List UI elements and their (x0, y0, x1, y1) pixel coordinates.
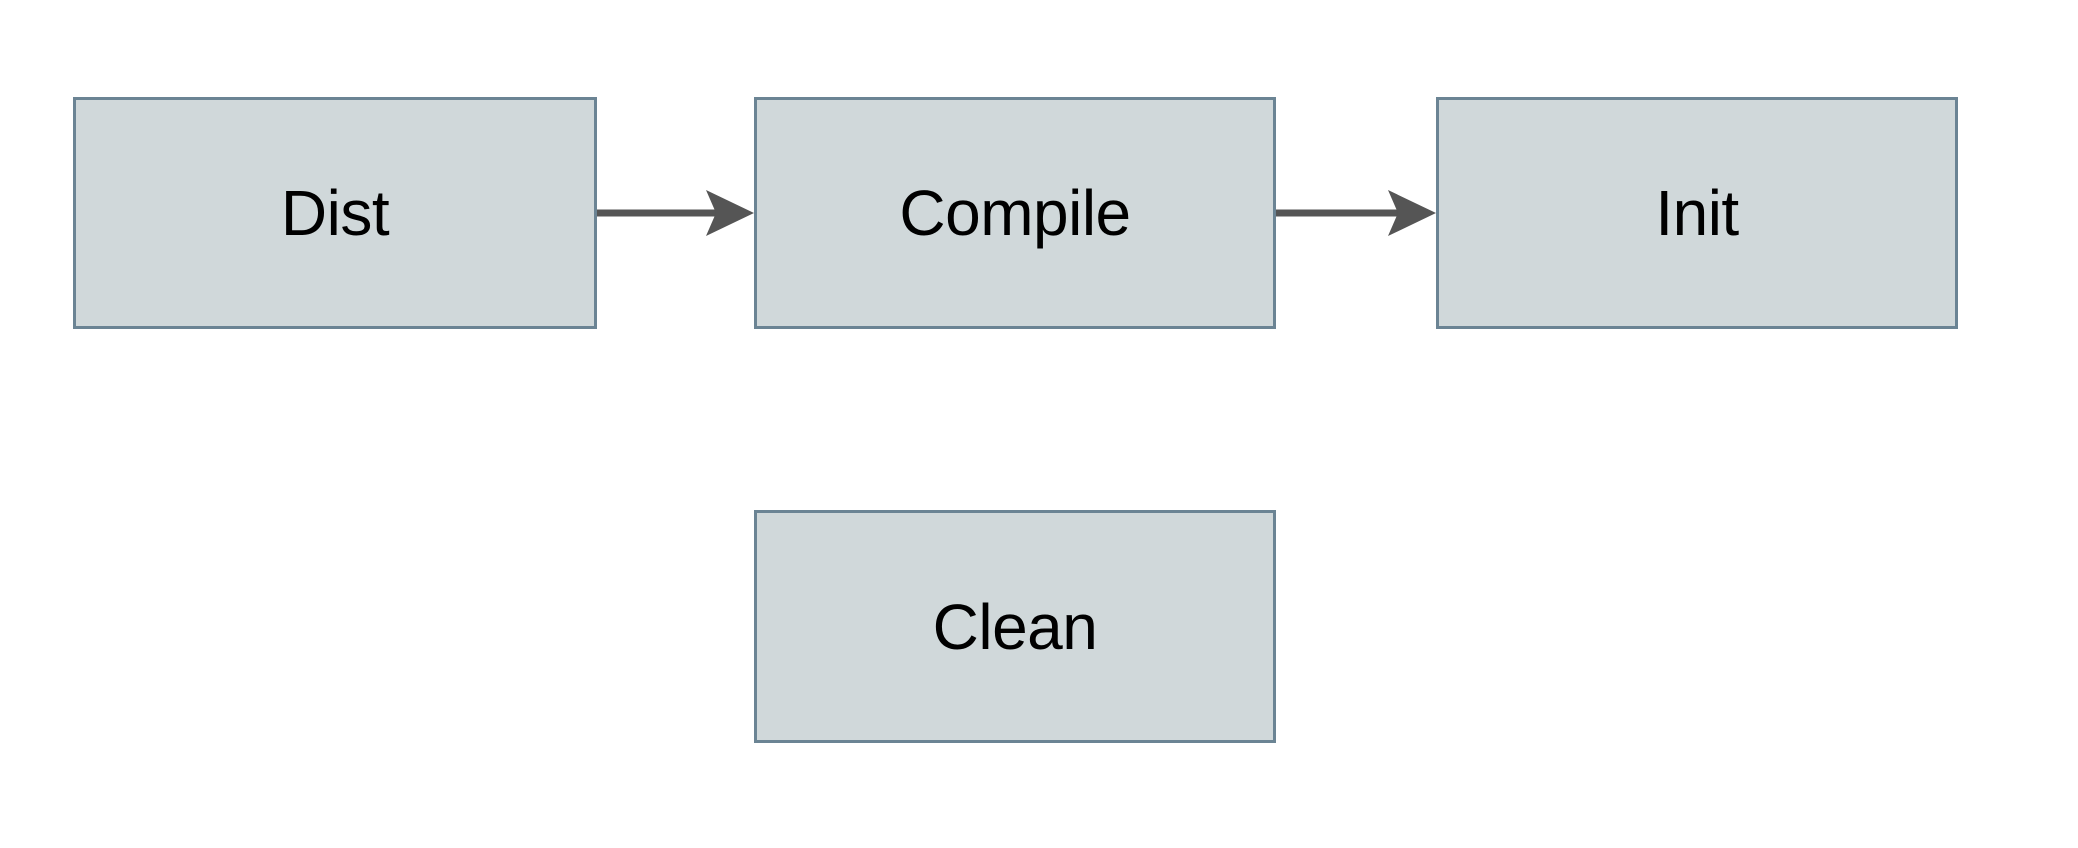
node-dist-label: Dist (280, 177, 390, 249)
node-clean[interactable]: Clean (754, 510, 1276, 743)
arrowhead-icon (1388, 190, 1436, 236)
edge-dist-to-compile[interactable] (597, 190, 754, 236)
node-clean-label: Clean (932, 590, 1098, 663)
node-init[interactable]: Init (1436, 97, 1958, 329)
edge-compile-to-init[interactable] (1276, 190, 1436, 236)
node-dist[interactable]: Dist (73, 97, 597, 329)
arrowhead-icon (706, 190, 754, 236)
node-init-label: Init (1655, 177, 1739, 249)
node-compile-label: Compile (899, 177, 1131, 249)
node-compile[interactable]: Compile (754, 97, 1276, 329)
